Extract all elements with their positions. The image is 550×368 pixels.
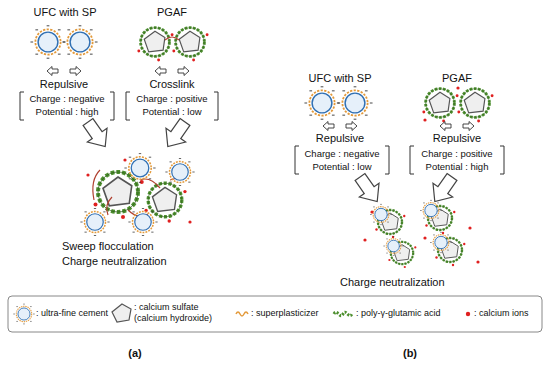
potential-text: Potential : high — [426, 161, 489, 172]
potential-text: Potential : low — [142, 106, 201, 117]
result-text: Sweep flocculation — [62, 240, 154, 253]
ufc-particles — [30, 26, 97, 58]
result-text: Charge neutralization — [62, 255, 167, 268]
legend-text: : superplasticizer — [251, 308, 319, 319]
legend-text: : calcium ions — [474, 308, 529, 319]
result-text: Charge neutralization — [340, 276, 445, 289]
interaction-label: Crosslink — [149, 78, 194, 91]
interaction-label: Repulsive — [40, 78, 88, 91]
potential-text: Potential : low — [312, 161, 371, 172]
legend-box — [8, 296, 542, 332]
legend-text: : calcium sulfate (calcium hydroxide) — [134, 302, 230, 324]
charge-text: Charge : negative — [30, 93, 105, 104]
panel-heading: UFC with SP — [34, 6, 97, 19]
double-arrows — [323, 122, 474, 131]
pgaf-particles — [422, 86, 493, 122]
neutralized-cluster — [363, 200, 479, 268]
charge-text: Charge : positive — [136, 93, 207, 104]
panel-label: (b) — [403, 347, 417, 360]
charge-text: Charge : negative — [305, 148, 380, 159]
interaction-label: Repulsive — [316, 132, 364, 145]
potential-text: Potential : high — [36, 106, 99, 117]
floc-cluster — [80, 154, 194, 236]
pgaf-particles — [137, 28, 208, 62]
legend-icons — [13, 304, 470, 324]
panel-label: (a) — [128, 347, 141, 360]
legend-text: : ultra-fine cement — [36, 308, 108, 319]
charge-text: Charge : positive — [421, 148, 492, 159]
panel-heading: PGAF — [157, 6, 187, 19]
panel-heading: UFC with SP — [309, 72, 372, 85]
hollow-arrows — [78, 115, 462, 208]
legend-text: : poly-γ-glutamic acid — [356, 308, 441, 319]
double-arrows — [47, 67, 189, 76]
interaction-label: Repulsive — [433, 132, 481, 145]
panel-heading: PGAF — [442, 72, 472, 85]
ufc-particles — [304, 87, 372, 119]
